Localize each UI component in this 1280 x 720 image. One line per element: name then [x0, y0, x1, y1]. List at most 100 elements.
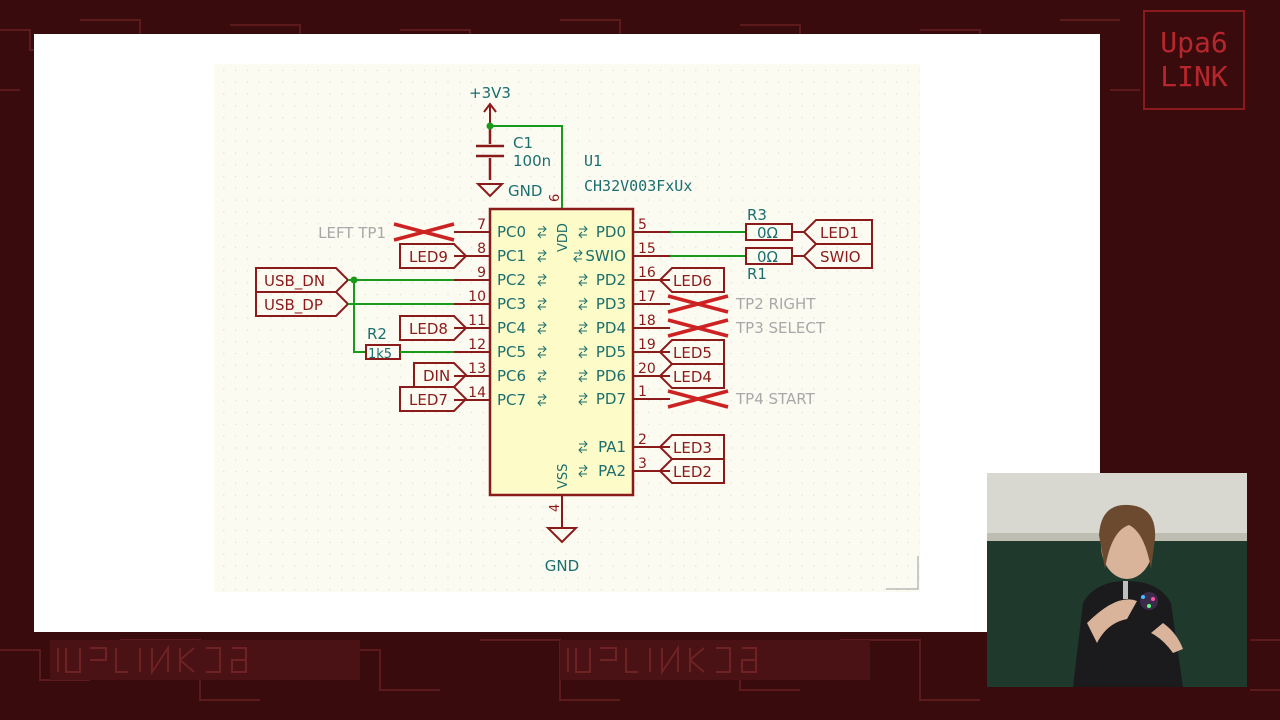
ic-vss-pin: 4	[548, 504, 563, 512]
net-label-swio-box	[802, 243, 873, 269]
pin-name: PC0	[497, 223, 526, 241]
label-tp3-select: TP3 SELECT	[735, 319, 826, 337]
speaker-video-inset	[987, 473, 1247, 687]
bidir-arrow-icon	[578, 345, 588, 359]
net-label-led3-box	[658, 434, 725, 460]
r2-ref: R2	[367, 325, 387, 343]
label-tp2-right: TP2 RIGHT	[735, 295, 816, 313]
pin-name: SWIO	[585, 247, 626, 265]
pin-name: PD6	[596, 367, 626, 385]
bidir-arrow-icon	[537, 393, 547, 407]
pin-name: PD2	[596, 271, 626, 289]
right-net-labels: R3 0Ω LED1 0Ω R1 SWIO LED6 TP2 RIGHT TP3…	[658, 206, 873, 484]
net-label-led1-text: LED1	[820, 224, 859, 242]
bidir-arrow-icon	[537, 321, 547, 335]
gnd-symbol-bottom: GND	[545, 495, 579, 575]
r1-ref: R1	[747, 265, 767, 283]
r3-value: 0Ω	[757, 224, 778, 242]
net-label-led2-box	[658, 458, 725, 484]
pin-name: PD3	[596, 295, 626, 313]
bidir-arrow-icon	[578, 464, 588, 478]
pin-number: 20	[638, 361, 656, 377]
bidir-arrow-icon	[578, 273, 588, 287]
ic-vss-label: VSS	[556, 464, 571, 489]
power-label: +3V3	[469, 84, 511, 102]
ic-ref: U1	[584, 152, 602, 170]
pin-number: 8	[477, 241, 486, 257]
pin-name: PC2	[497, 271, 526, 289]
pin-name: PD7	[596, 390, 626, 408]
pin-name: PD4	[596, 319, 626, 337]
ic-vdd-pin: 6	[548, 194, 563, 202]
logo-line-2: LINK	[1160, 60, 1228, 93]
ic-pin-pc0: 7 PC0	[454, 217, 547, 241]
schematic-diagram: +3V3 C1 100n GND U1 CH32V003FxUx VDD 6 V…	[214, 64, 920, 592]
net-label-led4: LED4	[673, 368, 712, 386]
no-connect-pd4	[667, 318, 729, 338]
bidir-arrow-icon	[537, 369, 547, 383]
net-label-led8-box	[399, 315, 468, 341]
sheet-corner-mark	[886, 556, 919, 590]
capacitor-c1: C1 100n GND	[475, 124, 551, 200]
pin-name: PC1	[497, 247, 526, 265]
bidir-arrow-icon	[537, 249, 547, 263]
ic-part: CH32V003FxUx	[584, 177, 692, 195]
net-label-led1-box	[802, 219, 873, 245]
net-label-led3: LED3	[673, 439, 712, 457]
pin-number: 18	[638, 313, 656, 329]
logo-line-1: Upa6	[1160, 26, 1228, 59]
pin-number: 12	[468, 337, 486, 353]
ic-pin-pc1: 8 PC1	[454, 241, 547, 265]
net-label-usb-dn-box	[255, 267, 350, 293]
pin-number: 7	[477, 217, 486, 233]
pin-number: 10	[468, 289, 486, 305]
pin-name: PA1	[598, 438, 626, 456]
no-connect-pd3	[667, 294, 729, 314]
pin-name: PC4	[497, 319, 526, 337]
net-label-led6: LED6	[673, 272, 712, 290]
pin-number: 19	[638, 337, 656, 353]
label-left-tp1: LEFT TP1	[318, 224, 386, 242]
net-label-led4-box	[658, 363, 725, 389]
net-label-led7-box	[399, 386, 468, 412]
c1-value: 100n	[513, 152, 551, 170]
c1-ref: C1	[513, 134, 533, 152]
net-label-led2: LED2	[673, 463, 712, 481]
ic-pin-pc4: 11 PC4	[454, 313, 547, 337]
bidir-arrow-icon	[578, 369, 588, 383]
pin-name: PC6	[497, 367, 526, 385]
pin-number: 11	[468, 313, 486, 329]
bidir-arrow-icon	[537, 345, 547, 359]
pin-name: PA2	[598, 462, 626, 480]
pin-number: 5	[638, 217, 647, 233]
pin-number: 14	[468, 385, 486, 401]
ic-vdd-label: VDD	[556, 223, 571, 252]
ic-pin-pd2: 16 PD2	[578, 265, 670, 289]
wire-r2	[353, 280, 366, 353]
bidir-arrow-icon	[537, 273, 547, 287]
power-symbol-3v3: +3V3	[469, 84, 511, 124]
net-label-led9-box	[399, 243, 468, 269]
pin-name: PC3	[497, 295, 526, 313]
r2-value: 1k5	[368, 347, 392, 362]
ic-pin-pc3: 10 PC3	[454, 289, 547, 313]
pin-number: 16	[638, 265, 656, 281]
gnd-bottom-label: GND	[545, 557, 579, 575]
bidir-arrow-icon	[578, 321, 588, 335]
label-tp4-start: TP4 START	[735, 390, 816, 408]
bidir-arrow-icon	[578, 440, 588, 454]
net-label-led6-box	[658, 267, 725, 293]
c1-gnd-label: GND	[508, 182, 542, 200]
pin-number: 17	[638, 289, 656, 305]
net-label-led5: LED5	[673, 344, 712, 362]
pin-name: PD0	[596, 223, 626, 241]
bidir-arrow-icon	[578, 225, 588, 239]
no-connect-pc0	[393, 222, 455, 242]
